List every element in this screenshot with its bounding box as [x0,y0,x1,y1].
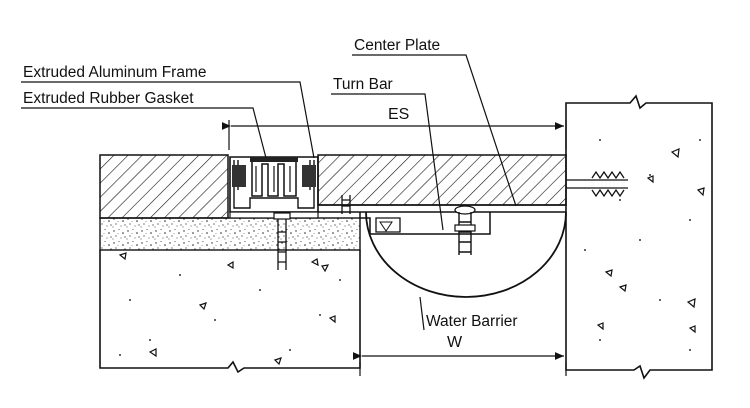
dimension-w: W [352,334,567,376]
center-plate-label: Center Plate [354,37,440,54]
extruded-rubber-gasket-label: Extruded Rubber Gasket [23,90,194,107]
right-concrete-wall [565,94,713,380]
water-barrier-label: Water Barrier [426,313,518,330]
left-anchor-bolt [273,212,291,270]
label-extruded-rubber-gasket: Extruded Rubber Gasket [21,90,267,159]
label-extruded-aluminum-frame: Extruded Aluminum Frame [21,64,315,159]
left-topping-slab [99,154,229,219]
dimension-es: ES [221,106,567,150]
dimension-es-label: ES [388,106,409,123]
turn-bar-label: Turn Bar [333,76,393,93]
dimension-w-label: W [447,334,463,351]
water-barrier [365,211,567,298]
label-water-barrier: Water Barrier [419,296,518,331]
extruded-aluminum-frame-label: Extruded Aluminum Frame [23,64,207,81]
sand-bedding-layer [99,217,361,251]
label-turn-bar: Turn Bar [331,76,444,231]
center-hatched-cover [317,154,567,206]
left-concrete-slab [99,250,361,374]
extruded-rubber-gasket [250,157,298,197]
center-plate [318,204,566,235]
label-center-plate: Center Plate [352,37,517,207]
center-bolt [341,195,351,214]
turn-bar [454,205,476,255]
